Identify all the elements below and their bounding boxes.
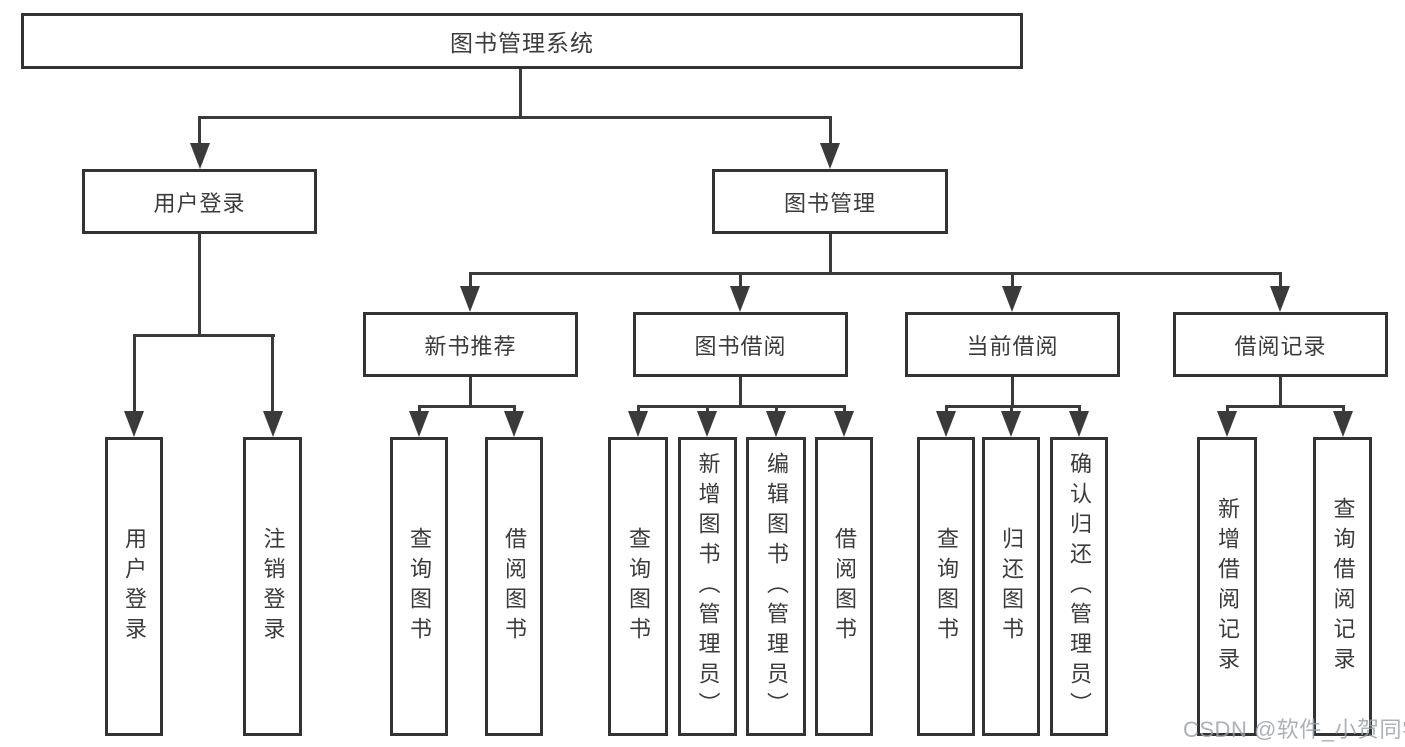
node-library-management-system: 图书管理系统 bbox=[21, 13, 1023, 69]
node-current-borrow: 当前借阅 bbox=[905, 312, 1120, 377]
arrowhead-book-management bbox=[820, 143, 840, 169]
arrowhead-records-add bbox=[1217, 411, 1237, 437]
arrowhead-borrow-records bbox=[1270, 286, 1290, 312]
connector-shaft-book-management bbox=[829, 116, 832, 146]
connector-shaft-current-query bbox=[945, 405, 948, 413]
connector-user-login-drop bbox=[198, 234, 201, 337]
leaf-label: 借阅图书 bbox=[502, 526, 527, 647]
connector-shaft-records-query bbox=[1342, 405, 1345, 413]
node-label: 图书借阅 bbox=[694, 333, 787, 359]
node-book-borrow: 图书借阅 bbox=[633, 312, 848, 377]
leaf-borrow-edit-books-admin: 编辑图书（管理员） bbox=[746, 437, 806, 736]
leaf-records-add-record: 新增借阅记录 bbox=[1197, 437, 1257, 736]
leaf-borrow-lend-books: 借阅图书 bbox=[815, 437, 873, 736]
connector-book-management-split bbox=[469, 272, 1282, 275]
connector-current-split bbox=[945, 405, 1081, 408]
connector-borrow-drop bbox=[739, 377, 742, 407]
connector-records-split bbox=[1226, 405, 1345, 408]
connector-shaft-leaf-logout bbox=[271, 334, 274, 414]
csdn-watermark: CSDN @软件_小贺同学 bbox=[1183, 717, 1405, 742]
node-label: 新书推荐 bbox=[424, 333, 517, 359]
connector-shaft-borrow-records bbox=[1279, 272, 1282, 290]
node-book-management: 图书管理 bbox=[712, 169, 948, 234]
leaf-current-confirm-return-admin: 确认归还（管理员） bbox=[1050, 437, 1108, 736]
connector-shaft-current-borrow bbox=[1011, 272, 1014, 290]
connector-borrow-split bbox=[637, 405, 846, 408]
connector-user-login-split bbox=[133, 334, 275, 337]
connector-root-drop bbox=[519, 68, 522, 118]
leaf-current-return-books: 归还图书 bbox=[982, 437, 1040, 736]
arrowhead-user-login bbox=[190, 143, 210, 169]
leaf-label: 新增图书（管理员） bbox=[695, 451, 721, 722]
leaf-label: 编辑图书（管理员） bbox=[764, 451, 789, 722]
connector-book-management-drop bbox=[829, 234, 832, 275]
arrowhead-current-query bbox=[936, 411, 956, 437]
connector-shaft-user-login bbox=[198, 116, 201, 146]
leaf-label: 查询图书 bbox=[626, 526, 651, 647]
connector-shaft-recommend-borrow bbox=[513, 405, 516, 413]
connector-shaft-records-add bbox=[1226, 405, 1229, 413]
arrowhead-borrow-add bbox=[697, 411, 717, 437]
connector-shaft-leaf-login bbox=[133, 334, 136, 414]
connector-root-split bbox=[198, 116, 832, 119]
arrowhead-current-return bbox=[1001, 411, 1021, 437]
leaf-label: 查询借阅记录 bbox=[1330, 496, 1356, 677]
node-label: 图书管理 bbox=[783, 190, 876, 216]
node-user-login: 用户登录 bbox=[82, 169, 317, 234]
arrowhead-book-borrow bbox=[730, 286, 750, 312]
connector-shaft-new-book-recommend bbox=[469, 272, 472, 290]
node-label: 借阅记录 bbox=[1234, 333, 1327, 359]
connector-shaft-book-borrow bbox=[739, 272, 742, 290]
arrowhead-borrow-query bbox=[628, 411, 648, 437]
leaf-label: 用户登录 bbox=[122, 526, 147, 647]
connector-current-drop bbox=[1011, 377, 1014, 407]
node-new-book-recommend: 新书推荐 bbox=[363, 312, 578, 377]
leaf-recommend-borrow-books: 借阅图书 bbox=[485, 437, 543, 736]
connector-shaft-current-confirm bbox=[1078, 405, 1081, 413]
arrowhead-borrow-lend bbox=[834, 411, 854, 437]
leaf-user-login: 用户登录 bbox=[105, 437, 163, 736]
leaf-recommend-query-books: 查询图书 bbox=[390, 437, 448, 736]
arrowhead-leaf-login bbox=[124, 411, 144, 437]
leaf-records-query-record: 查询借阅记录 bbox=[1313, 437, 1372, 736]
arrowhead-records-query bbox=[1333, 411, 1353, 437]
leaf-label: 借阅图书 bbox=[832, 526, 857, 647]
arrowhead-recommend-query bbox=[409, 411, 429, 437]
connector-records-drop bbox=[1279, 377, 1282, 407]
leaf-label: 查询图书 bbox=[407, 526, 432, 647]
leaf-borrow-query-books: 查询图书 bbox=[608, 437, 668, 736]
arrowhead-recommend-borrow bbox=[504, 411, 524, 437]
leaf-label: 新增借阅记录 bbox=[1215, 496, 1240, 677]
connector-shaft-borrow-add bbox=[706, 405, 709, 413]
connector-shaft-borrow-lend bbox=[843, 405, 846, 413]
connector-recommend-drop bbox=[469, 377, 472, 407]
leaf-current-query-books: 查询图书 bbox=[917, 437, 975, 736]
connector-shaft-borrow-query bbox=[637, 405, 640, 413]
leaf-label: 查询图书 bbox=[934, 526, 959, 647]
node-label: 图书管理系统 bbox=[450, 30, 594, 56]
connector-shaft-recommend-query bbox=[418, 405, 421, 413]
node-label: 用户登录 bbox=[153, 190, 246, 216]
connector-shaft-current-return bbox=[1010, 405, 1013, 413]
arrowhead-new-book-recommend bbox=[460, 286, 480, 312]
leaf-borrow-add-books-admin: 新增图书（管理员） bbox=[678, 437, 737, 736]
leaf-label: 注销登录 bbox=[260, 526, 286, 647]
arrowhead-leaf-logout bbox=[263, 411, 283, 437]
leaf-label: 归还图书 bbox=[999, 526, 1024, 647]
leaf-label: 确认归还（管理员） bbox=[1067, 451, 1092, 722]
node-label: 当前借阅 bbox=[966, 333, 1059, 359]
leaf-logout: 注销登录 bbox=[243, 437, 302, 736]
arrowhead-borrow-edit bbox=[766, 411, 786, 437]
node-borrow-records: 借阅记录 bbox=[1173, 312, 1388, 377]
connector-shaft-borrow-edit bbox=[775, 405, 778, 413]
arrowhead-current-borrow bbox=[1002, 286, 1022, 312]
arrowhead-current-confirm bbox=[1069, 411, 1089, 437]
connector-recommend-split bbox=[418, 405, 516, 408]
